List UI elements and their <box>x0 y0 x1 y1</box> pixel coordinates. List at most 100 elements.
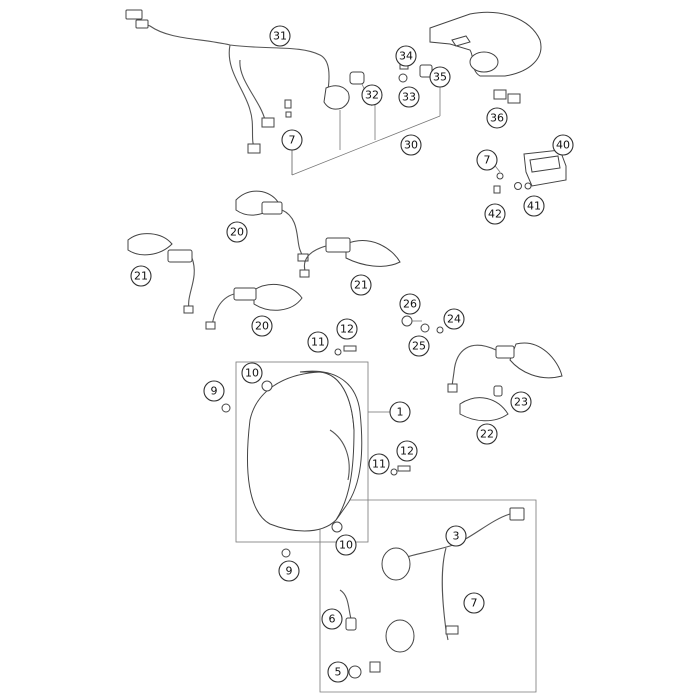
headlight-harness-3 <box>339 507 525 679</box>
svg-text:26: 26 <box>403 298 417 311</box>
svg-text:33: 33 <box>402 91 416 104</box>
svg-text:10: 10 <box>245 367 259 380</box>
tail-light-lens <box>469 51 499 73</box>
svg-text:24: 24 <box>447 313 461 326</box>
svg-text:11: 11 <box>372 458 386 471</box>
svg-text:34: 34 <box>399 50 413 63</box>
callout-33: 33 <box>398 86 420 108</box>
screw-12a <box>343 345 357 352</box>
svg-text:21: 21 <box>354 279 368 292</box>
washer-25 <box>420 323 430 333</box>
headlight-housing <box>246 371 355 532</box>
svg-text:7: 7 <box>289 134 296 147</box>
washer-11a <box>334 348 342 356</box>
svg-text:10: 10 <box>339 539 353 552</box>
callout-11: 11 <box>368 453 390 475</box>
svg-text:20: 20 <box>255 320 269 333</box>
callout-30: 30 <box>400 134 422 156</box>
bulb-5 <box>348 665 362 679</box>
bolt-10b <box>331 521 343 533</box>
callout-6: 6 <box>321 608 343 630</box>
svg-text:1: 1 <box>397 406 404 419</box>
callout-20: 20 <box>251 315 273 337</box>
callout-12: 12 <box>336 318 358 340</box>
grommet-36a <box>493 89 507 100</box>
callout-31: 31 <box>269 25 291 47</box>
callout-22: 22 <box>476 423 498 445</box>
callout-25: 25 <box>408 335 430 357</box>
callout-10: 10 <box>241 362 263 384</box>
turn-signal-20-upper <box>235 190 309 263</box>
nut-33 <box>398 73 408 83</box>
callout-35: 35 <box>429 66 451 88</box>
bulb-7 <box>445 625 459 635</box>
svg-text:32: 32 <box>365 89 379 102</box>
callout-7: 7 <box>281 129 303 151</box>
bolt-9a <box>221 403 231 413</box>
nut-26 <box>401 315 413 327</box>
svg-text:9: 9 <box>211 385 218 398</box>
svg-text:22: 22 <box>480 428 494 441</box>
grommet-36b <box>507 93 521 104</box>
svg-text:23: 23 <box>514 396 528 409</box>
bulb-socket <box>247 143 261 154</box>
mount-tab <box>451 35 471 47</box>
bracket-box-3 <box>319 499 537 693</box>
callout-7: 7 <box>463 592 485 614</box>
callout-24: 24 <box>443 308 465 330</box>
wiring-harness-31 <box>139 21 330 151</box>
svg-text:9: 9 <box>286 565 293 578</box>
front-turn-signals <box>401 315 563 422</box>
svg-text:6: 6 <box>329 613 336 626</box>
connector-plug <box>125 9 143 20</box>
svg-text:21: 21 <box>134 270 148 283</box>
connector-plug-2 <box>135 19 149 29</box>
leader-lines <box>291 54 501 413</box>
screw-12b <box>397 465 411 472</box>
svg-text:20: 20 <box>230 226 244 239</box>
headlight-assembly-1 <box>221 345 537 693</box>
svg-text:35: 35 <box>433 71 447 84</box>
bracket-30 <box>291 84 441 176</box>
callout-3: 3 <box>445 525 467 547</box>
svg-text:30: 30 <box>404 139 418 152</box>
bulb-5-socket <box>369 661 381 673</box>
bulb-6 <box>345 617 357 631</box>
callout-11: 11 <box>307 331 329 353</box>
svg-text:42: 42 <box>488 208 502 221</box>
svg-text:25: 25 <box>412 340 426 353</box>
svg-text:40: 40 <box>556 139 570 152</box>
lamp-base <box>349 71 365 85</box>
callout-23: 23 <box>510 391 532 413</box>
callout-34: 34 <box>395 45 417 67</box>
tail-light-assembly <box>125 9 567 194</box>
washer-24 <box>436 326 444 334</box>
turn-signal-20-lower <box>205 283 303 330</box>
callout-10: 10 <box>335 534 357 556</box>
bolt-9b <box>281 548 291 558</box>
license-plate-light-40 <box>493 149 567 194</box>
svg-text:31: 31 <box>273 30 287 43</box>
washer-11b <box>390 468 398 476</box>
svg-text:12: 12 <box>400 445 414 458</box>
svg-text:36: 36 <box>490 112 504 125</box>
connector-plug-3 <box>509 507 525 521</box>
bulb-socket-ring-lower <box>385 619 415 653</box>
callout-20: 20 <box>226 221 248 243</box>
callout-9: 9 <box>203 380 225 402</box>
callout-26: 26 <box>399 293 421 315</box>
callout-21: 21 <box>350 274 372 296</box>
turn-signal-21-left <box>127 233 195 314</box>
bulb-socket <box>261 117 275 128</box>
callout-41: 41 <box>523 195 545 217</box>
bulb-23 <box>493 385 503 397</box>
bulb-socket-ring-upper <box>381 547 411 581</box>
lens-22 <box>459 397 509 422</box>
bulb <box>284 99 292 118</box>
svg-text:12: 12 <box>340 323 354 336</box>
bracket-box-1 <box>235 361 369 543</box>
svg-text:11: 11 <box>311 336 325 349</box>
callout-1: 1 <box>389 401 411 423</box>
callout-7: 7 <box>476 149 498 171</box>
headlight-rear-shell <box>299 370 363 521</box>
